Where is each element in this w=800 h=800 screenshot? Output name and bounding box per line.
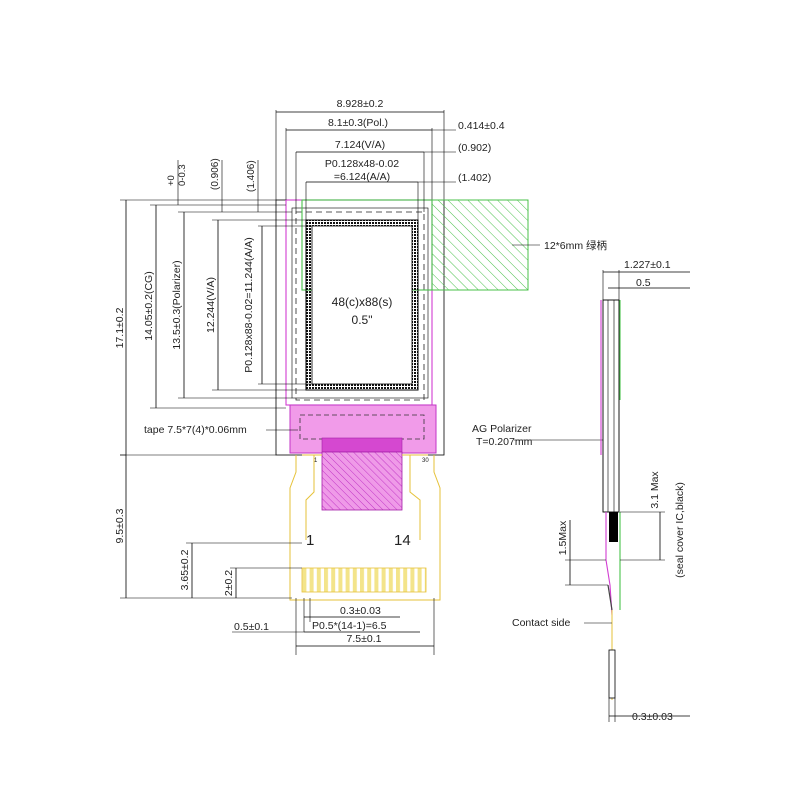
ic-height-label: 3.1 Max: [649, 471, 661, 509]
seal-cover-label: (seal cover IC,black): [674, 482, 686, 578]
offset-906-label: (0.906): [210, 158, 221, 190]
contact-pads: [301, 567, 427, 593]
ag-polarizer-line1: AG Polarizer: [472, 423, 532, 435]
pin-last-label: 14: [394, 532, 411, 549]
tiny-pin-last: 30: [422, 458, 429, 464]
ag-polarizer-line2: T=0.207mm: [476, 436, 533, 448]
cg-height-label: 14.05±0.2(CG): [143, 271, 155, 340]
side-view: [565, 270, 690, 722]
left-dimension-lines: [120, 160, 312, 456]
cg-dashed-outline: [295, 211, 425, 401]
inner-glass-outline: [291, 207, 429, 399]
glass-label: 0.5: [636, 277, 651, 289]
top-dimension-lines: [276, 111, 456, 220]
fpc-dimension-lines: [120, 454, 435, 655]
pin-first-label: 1: [306, 532, 314, 549]
handle-label: 12*6mm 绿柄: [544, 239, 607, 252]
pad-height-label: 2±0.2: [223, 570, 235, 596]
total-height-label: 17.1±0.2: [114, 307, 126, 348]
fpc-thickness-label: 0.3±0.03: [632, 711, 673, 723]
pitch-line1-label: P0.128x48-0.02: [325, 158, 399, 170]
overall-width-label: 8.928±0.2: [337, 98, 384, 110]
pol-height-label: 13.5±0.3(Polarizer): [171, 260, 183, 349]
va-width-label: 7.124(V/A): [335, 139, 385, 151]
diagonal-label: 0.5": [352, 313, 373, 327]
right-offset-label: 0.414±0.4: [458, 120, 505, 132]
fpc-length-label: 9.5±0.3: [114, 508, 126, 543]
fpc-tail: [289, 451, 441, 601]
tol-minus-label: 0-0.3: [177, 164, 188, 186]
thickness-label: 1.227±0.1: [624, 259, 671, 271]
polarizer-width-label: 8.1±0.3(Pol.): [328, 117, 388, 129]
tiny-pin-first: 1: [314, 458, 318, 464]
pad-width-label: 0.3±0.03: [340, 605, 381, 617]
pitch-line2-label: =6.124(A/A): [334, 171, 390, 183]
tol-plus-label: +0: [166, 175, 177, 186]
step-label: 1.5Max: [557, 520, 569, 555]
va-offset-label: (0.902): [458, 142, 491, 154]
pad-length-label: 3.65±0.2: [179, 549, 191, 590]
aa-height-label: P0.128x88-0.02=11.244(A/A): [243, 237, 255, 373]
va-height-label: 12.244(V/A): [205, 277, 217, 333]
active-area: [305, 219, 419, 391]
contact-side-label: Contact side: [512, 617, 571, 629]
resolution-label: 48(c)x88(s): [332, 295, 393, 309]
aa-offset-label: (1.402): [458, 172, 491, 184]
offset-1406-label: (1.406): [246, 160, 257, 192]
fpc-bonding-area: [289, 404, 437, 454]
tape-label: tape 7.5*7(4)*0.06mm: [144, 424, 247, 436]
pitch-label: P0.5*(14-1)=6.5: [312, 620, 387, 632]
fpc-width-label: 7.5±0.1: [347, 633, 382, 645]
edge-label: 0.5±0.1: [234, 621, 269, 633]
